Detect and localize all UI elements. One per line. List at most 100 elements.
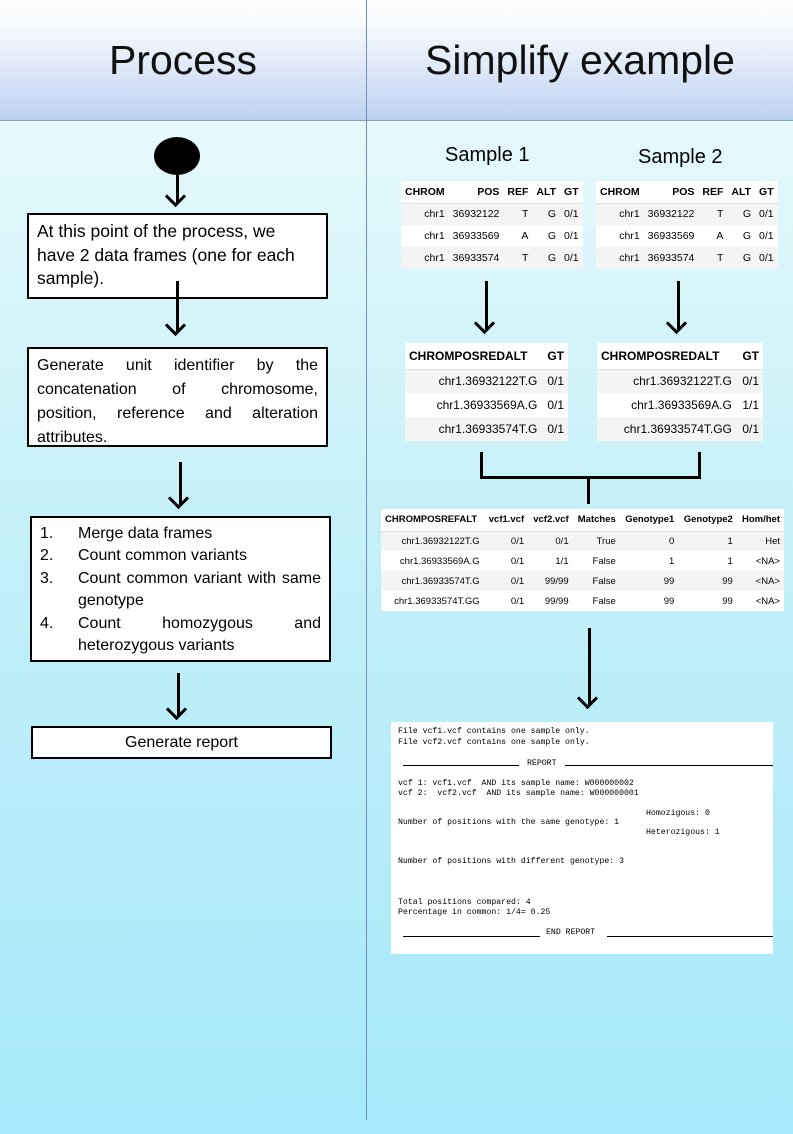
table-cell: 0/1 xyxy=(541,369,568,393)
merge-bracket-stem xyxy=(587,476,590,504)
table-cell: chr1 xyxy=(401,247,449,269)
report-line: vcf 1: vcf1.vcf AND its sample name: W00… xyxy=(398,779,634,788)
table-cell: False xyxy=(572,571,620,591)
process-header: Process xyxy=(0,0,366,121)
column-divider xyxy=(366,0,367,1120)
report-line: File vcf1.vcf contains one sample only. xyxy=(398,727,590,736)
table-cell: chr1.36932122T.G xyxy=(381,531,484,551)
table-cell: chr1.36933574T.GG xyxy=(394,595,480,607)
step2-text: Generate unit identifier by the concaten… xyxy=(37,357,318,446)
report-line: Heterozigous: 1 xyxy=(646,828,720,837)
arrow-start-to-step1 xyxy=(176,175,179,202)
table-cell: chr1.36932122T.G xyxy=(405,369,542,393)
arrow-sample1-raw-to-ids xyxy=(485,281,488,329)
table-cell: 36933569 xyxy=(647,230,695,242)
step3-item-num: 1. xyxy=(40,525,54,542)
table-cell: 99 xyxy=(722,595,733,607)
table-cell: False xyxy=(592,595,616,607)
table-cell: 0/1 xyxy=(510,595,525,607)
step3-item-num: 3. xyxy=(40,569,54,587)
report-end: END REPORT xyxy=(546,928,596,937)
table-cell: 0/1 xyxy=(547,398,564,412)
step3-item: 2. Count common variants xyxy=(40,545,321,567)
table-cell: 99 xyxy=(619,571,679,591)
table-cell: 0/1 xyxy=(735,369,763,393)
table-cell: 99 xyxy=(663,595,675,607)
table-row: chr1.36933569A.G 0/1 xyxy=(405,393,568,417)
step3-item-text: Merge data frames xyxy=(78,525,213,542)
column-header: Genotype1 xyxy=(619,509,679,532)
table-cell: chr1.36933569A.G xyxy=(631,398,732,412)
step2-box: Generate unit identifier by the concaten… xyxy=(27,347,328,447)
table-cell: G xyxy=(532,203,561,225)
column-header: GT xyxy=(541,343,568,370)
column-header: ALT xyxy=(727,181,756,204)
step3-item-num: 2. xyxy=(40,547,54,565)
column-header: CHROMPOSREFALT xyxy=(381,509,484,532)
table-cell: chr1 xyxy=(424,230,445,242)
arrow-sample2-raw-to-ids xyxy=(677,281,680,329)
column-header: CHROM xyxy=(596,181,644,204)
table-cell: <NA> xyxy=(755,595,780,607)
table-cell: 0/1 xyxy=(564,230,579,242)
report-line: Percentage in common: 1/4= 0.25 xyxy=(398,908,551,917)
table-cell: chr1.36933569A.G xyxy=(399,555,480,567)
table-cell: 0 xyxy=(619,531,679,551)
report-line: File vcf2.vcf contains one sample only. xyxy=(398,738,590,747)
column-header: Matches xyxy=(572,509,620,532)
table-cell: 1 xyxy=(669,555,675,567)
arrow-step3-to-step4 xyxy=(177,673,180,715)
table-cell: <NA> xyxy=(736,571,784,591)
example-header: Simplify example xyxy=(367,0,793,121)
table-cell: T xyxy=(503,203,533,225)
table-cell: G xyxy=(727,203,756,225)
step3-item: 4.Count homozygous and heterozygous vari… xyxy=(40,613,321,658)
table-cell: A xyxy=(716,230,724,242)
table-cell: 99/99 xyxy=(528,571,573,591)
column-header: POS xyxy=(448,181,504,204)
table-cell: G xyxy=(547,230,557,242)
arrow-merged-to-report xyxy=(588,628,591,704)
step3-item-text: Count common variants xyxy=(78,547,247,565)
table-cell: chr1 xyxy=(619,230,640,242)
table-cell: 0/1 xyxy=(483,531,529,551)
report-line: Total positions compared: 4 xyxy=(398,898,531,907)
column-header: Hom/het xyxy=(736,509,784,532)
column-header: REF xyxy=(503,181,533,204)
arrow-step2-to-step3 xyxy=(179,462,182,504)
step3-box: 1. Merge data frames 2. Count common varia… xyxy=(30,516,331,662)
report-line: Homozigous: 0 xyxy=(646,809,710,818)
column-header: vcf1.vcf xyxy=(483,509,529,532)
report-line: Number of positions with different genot… xyxy=(398,857,625,866)
table-cell: 0/1 xyxy=(560,203,583,225)
sample1-label: Sample 1 xyxy=(445,144,530,166)
table-cell: 1 xyxy=(678,531,737,551)
table-cell: 0/1 xyxy=(483,571,529,591)
table-cell: 36932122 xyxy=(643,203,699,225)
table-cell: chr1.36933569A.G xyxy=(436,398,538,412)
table-cell: True xyxy=(572,531,620,551)
table-cell: 36932122 xyxy=(448,203,504,225)
table-cell: 0/1 xyxy=(735,417,763,441)
column-header: ALT xyxy=(532,181,561,204)
column-header: POS xyxy=(643,181,699,204)
table-cell: 99 xyxy=(678,571,737,591)
report-rule xyxy=(607,936,773,937)
column-header: GT xyxy=(755,181,778,204)
column-header: GT xyxy=(735,343,763,370)
table-cell: 0/1 xyxy=(541,417,568,441)
table-cell: G xyxy=(727,247,756,269)
